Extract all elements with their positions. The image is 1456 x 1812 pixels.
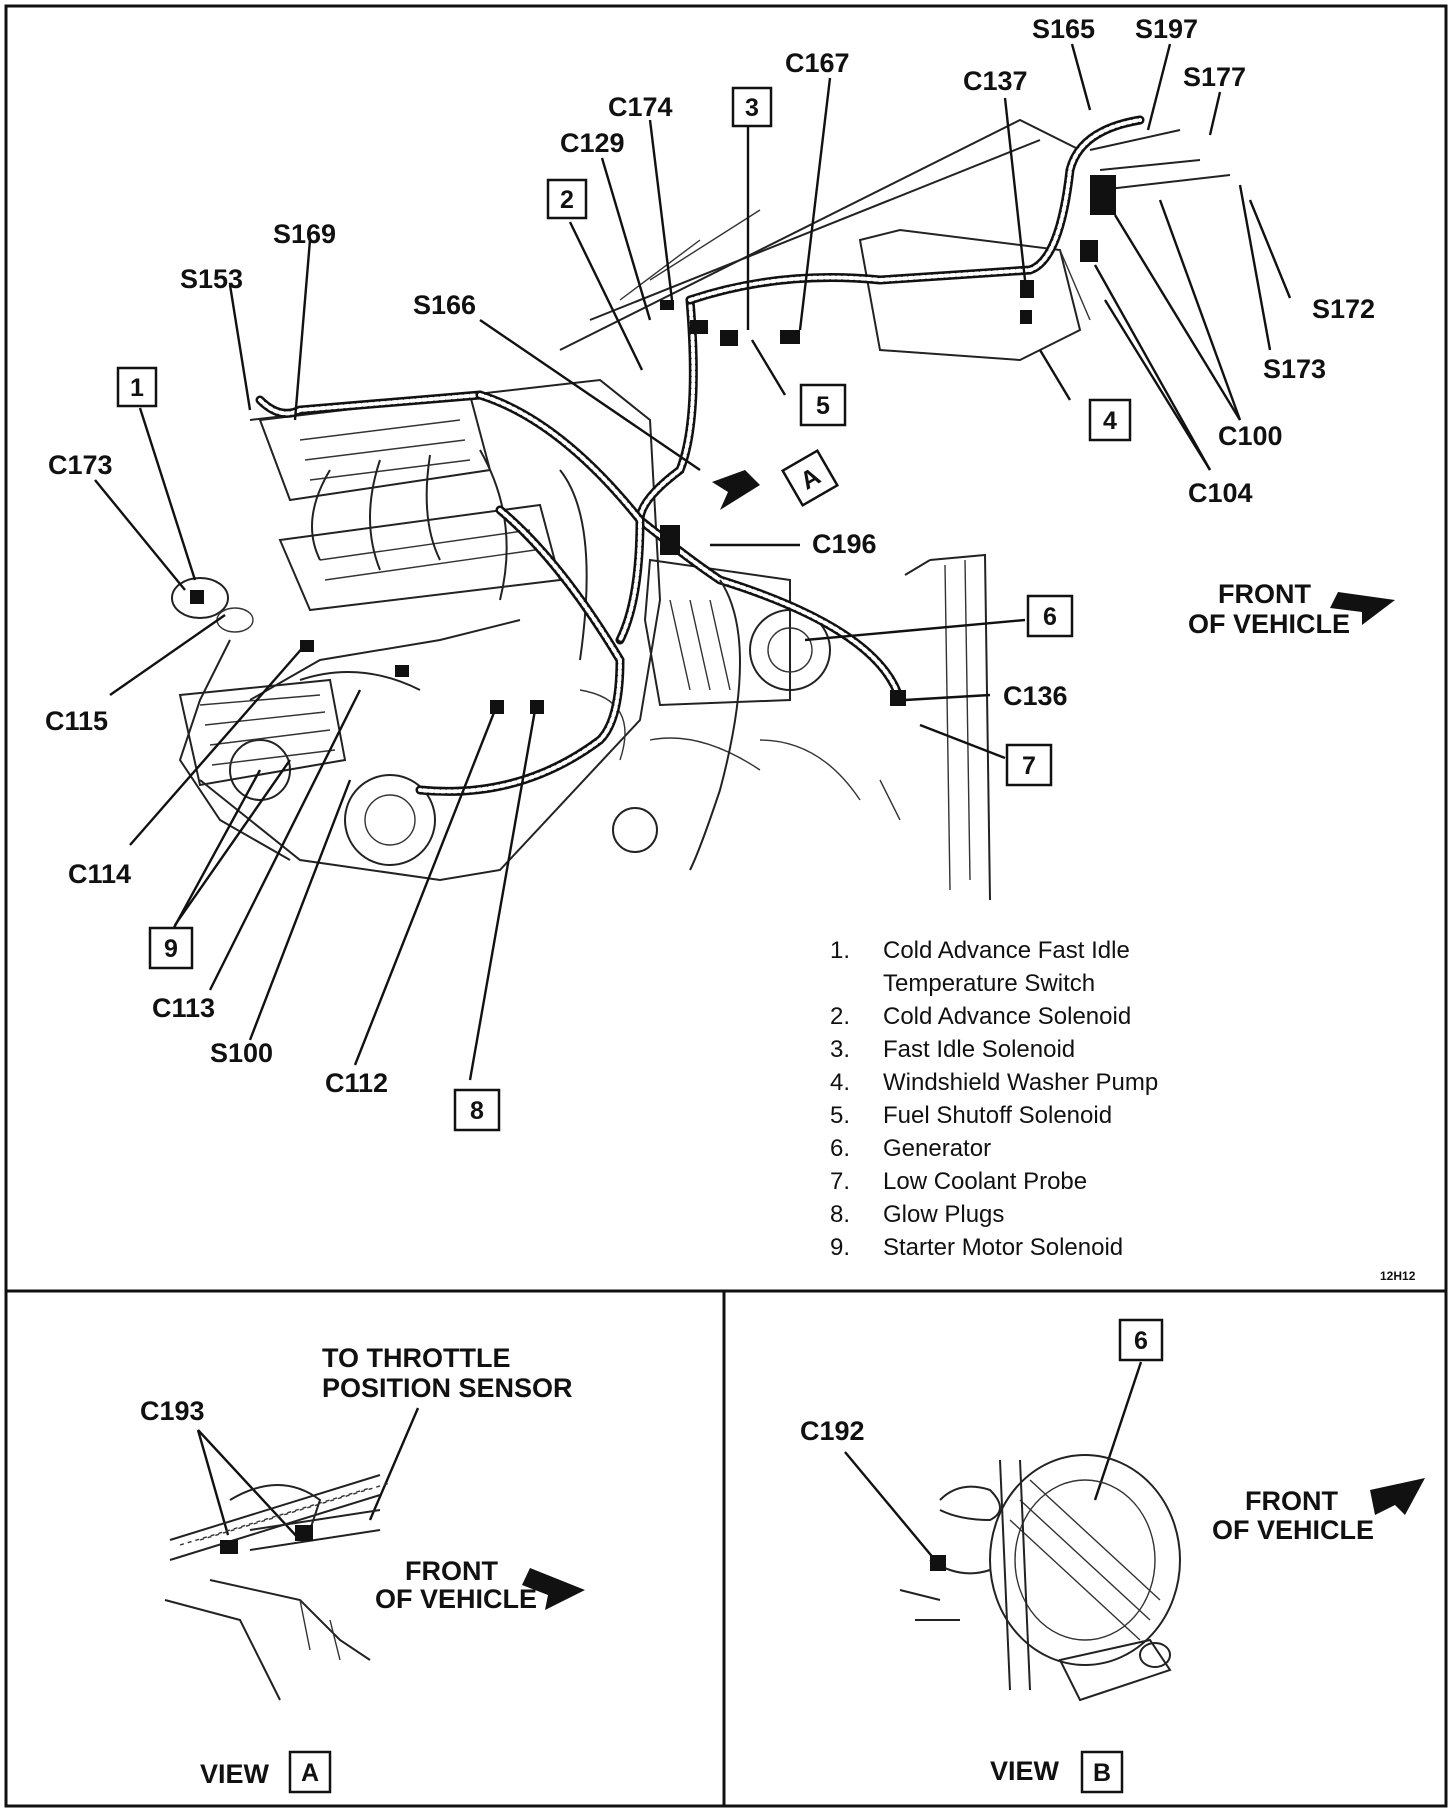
wiring-harness: [190, 115, 1231, 871]
legend-num-3: 3.: [830, 1036, 850, 1063]
legend-num-4: 4.: [830, 1069, 850, 1096]
legend-text-6: Generator: [883, 1135, 991, 1162]
label-s166: S166: [413, 290, 476, 320]
view-a-word: VIEW: [200, 1759, 270, 1789]
view-b-front-arrow-icon: [1370, 1478, 1425, 1515]
view-a-front-arrow-icon: [522, 1568, 585, 1610]
view-a-front-label: FRONT: [405, 1556, 498, 1586]
callout-2: 2: [560, 186, 574, 214]
diagram-code: 12H12: [1380, 1269, 1416, 1283]
view-a-letter: A: [301, 1759, 319, 1787]
callout-6: 6: [1043, 603, 1057, 631]
legend-text-5: Fuel Shutoff Solenoid: [883, 1102, 1112, 1129]
label-c113: C113: [152, 993, 215, 1023]
legend-text-1a: Cold Advance Fast Idle: [883, 937, 1130, 964]
label-s173: S173: [1263, 354, 1326, 384]
callout-9: 9: [164, 935, 178, 963]
label-c100: C100: [1218, 421, 1283, 451]
view-a-throttle-line1: TO THROTTLE: [322, 1343, 511, 1373]
legend-num-2: 2.: [830, 1003, 850, 1030]
legend-num-9: 9.: [830, 1234, 850, 1261]
view-b-letter: B: [1093, 1759, 1111, 1787]
front-label-main: FRONT: [1218, 579, 1311, 609]
label-c192: C192: [800, 1416, 865, 1446]
view-b-of-vehicle-label: OF VEHICLE: [1212, 1515, 1374, 1545]
view-a-of-vehicle-label: OF VEHICLE: [375, 1584, 537, 1614]
legend: 1. Cold Advance Fast Idle Temperature Sw…: [830, 937, 1158, 1261]
label-s177: S177: [1183, 62, 1246, 92]
label-s100: S100: [210, 1038, 273, 1068]
legend-num-5: 5.: [830, 1102, 850, 1129]
legend-text-9: Starter Motor Solenoid: [883, 1234, 1123, 1261]
legend-num-8: 8.: [830, 1201, 850, 1228]
view-a-throttle-line2: POSITION SENSOR: [322, 1373, 573, 1403]
label-c112: C112: [325, 1068, 388, 1098]
label-c114: C114: [68, 859, 131, 889]
label-s165: S165: [1032, 14, 1095, 44]
callout-5: 5: [816, 392, 830, 420]
legend-num-6: 6.: [830, 1135, 850, 1162]
leader-lines-main: [94, 43, 1292, 1081]
label-s169: S169: [273, 219, 336, 249]
label-c129: C129: [560, 128, 625, 158]
callout-1: 1: [130, 374, 144, 402]
view-b-callout-6: 6: [1134, 1327, 1148, 1355]
legend-text-3: Fast Idle Solenoid: [883, 1036, 1075, 1063]
engine-drawing: [171, 118, 1091, 901]
view-b-panel: 6 C192 FRONT OF VEHICLE VIEW B: [800, 1318, 1425, 1794]
label-c167: C167: [785, 48, 850, 78]
legend-text-8: Glow Plugs: [883, 1201, 1004, 1228]
main-labels: S165 S197 S177 C167 C137 C174 C129 S169 …: [45, 14, 1416, 1283]
legend-text-1b: Temperature Switch: [883, 970, 1095, 997]
label-s172: S172: [1312, 294, 1375, 324]
legend-num-7: 7.: [830, 1168, 850, 1195]
label-s197: S197: [1135, 14, 1198, 44]
legend-text-2: Cold Advance Solenoid: [883, 1003, 1131, 1030]
label-c173: C173: [48, 450, 113, 480]
label-c137: C137: [963, 66, 1028, 96]
view-b-word: VIEW: [990, 1756, 1060, 1786]
legend-text-7: Low Coolant Probe: [883, 1168, 1087, 1195]
of-vehicle-label-main: OF VEHICLE: [1188, 609, 1350, 639]
label-s153: S153: [180, 264, 243, 294]
callout-7: 7: [1022, 752, 1036, 780]
label-c174: C174: [608, 92, 673, 122]
legend-text-4: Windshield Washer Pump: [883, 1069, 1158, 1096]
label-c196: C196: [812, 529, 877, 559]
view-a-panel: TO THROTTLE POSITION SENSOR C193 FRONT O…: [140, 1343, 585, 1794]
label-c193: C193: [140, 1396, 205, 1426]
front-arrow-icon: [1330, 592, 1395, 625]
label-c136: C136: [1003, 681, 1068, 711]
callout-3: 3: [745, 94, 759, 122]
callout-4: 4: [1103, 407, 1117, 435]
front-of-vehicle-main: FRONT OF VEHICLE: [1188, 579, 1395, 639]
view-b-front-label: FRONT: [1245, 1486, 1338, 1516]
callout-8: 8: [470, 1097, 484, 1125]
panel-frames: [4, 4, 1448, 1808]
legend-num-1: 1.: [830, 937, 850, 964]
label-c104: C104: [1188, 478, 1253, 508]
callout-boxes: 1 2 3 4 5 6 7 8 9 A: [116, 86, 1132, 1132]
label-c115: C115: [45, 706, 108, 736]
